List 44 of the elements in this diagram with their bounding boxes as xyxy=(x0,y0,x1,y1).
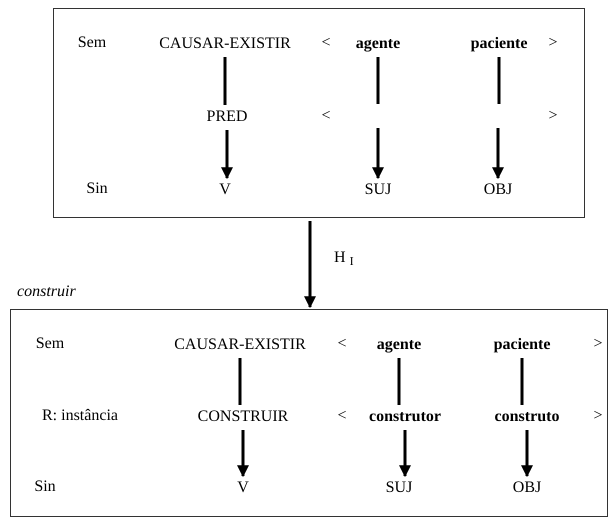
row-label: < xyxy=(321,33,331,53)
term-text: OBJ xyxy=(484,180,512,200)
connector-line xyxy=(498,57,500,104)
arrow xyxy=(304,221,316,308)
term-text: V xyxy=(237,478,249,498)
connector-line xyxy=(238,358,242,405)
row-label: < xyxy=(321,106,331,126)
row-label: Sem xyxy=(36,334,64,354)
connector-line xyxy=(224,57,226,105)
arrow xyxy=(521,430,533,478)
term-text: agente xyxy=(376,335,422,355)
connector-line xyxy=(376,57,380,104)
connector-line xyxy=(398,358,400,405)
row-label: > xyxy=(593,406,603,426)
arrow xyxy=(492,128,504,180)
row-label: < xyxy=(337,334,347,354)
row-label: Sin xyxy=(86,179,108,199)
row-label: Sem xyxy=(78,33,106,53)
term-text: PRED xyxy=(206,107,248,127)
row-label: Sin xyxy=(34,477,56,497)
term-text: OBJ xyxy=(512,478,542,498)
row-label: R: instância xyxy=(42,406,118,426)
term-text: paciente xyxy=(470,34,528,54)
row-label: < xyxy=(337,406,347,426)
row-label: > xyxy=(593,334,603,354)
connector-line xyxy=(520,358,524,405)
arrow xyxy=(237,430,249,478)
frame-box xyxy=(53,8,585,218)
term-text: SUJ xyxy=(386,478,412,498)
arrow xyxy=(399,430,411,478)
term-text: construtor xyxy=(369,407,441,427)
term-text: construto xyxy=(494,407,560,427)
term-text: SUJ xyxy=(364,180,392,200)
term-text: CONSTRUIR xyxy=(198,407,288,427)
row-label: > xyxy=(548,106,558,126)
arrow xyxy=(372,128,384,180)
arrow xyxy=(221,130,233,180)
row-label: > xyxy=(548,33,558,53)
term-text: CAUSAR-EXISTIR xyxy=(174,335,306,355)
term-text: agente xyxy=(356,34,400,54)
term-text: paciente xyxy=(494,335,550,355)
frame-heading: construir xyxy=(17,284,76,300)
term-text: V xyxy=(219,180,231,200)
term-text: CAUSAR-EXISTIR xyxy=(159,34,291,54)
